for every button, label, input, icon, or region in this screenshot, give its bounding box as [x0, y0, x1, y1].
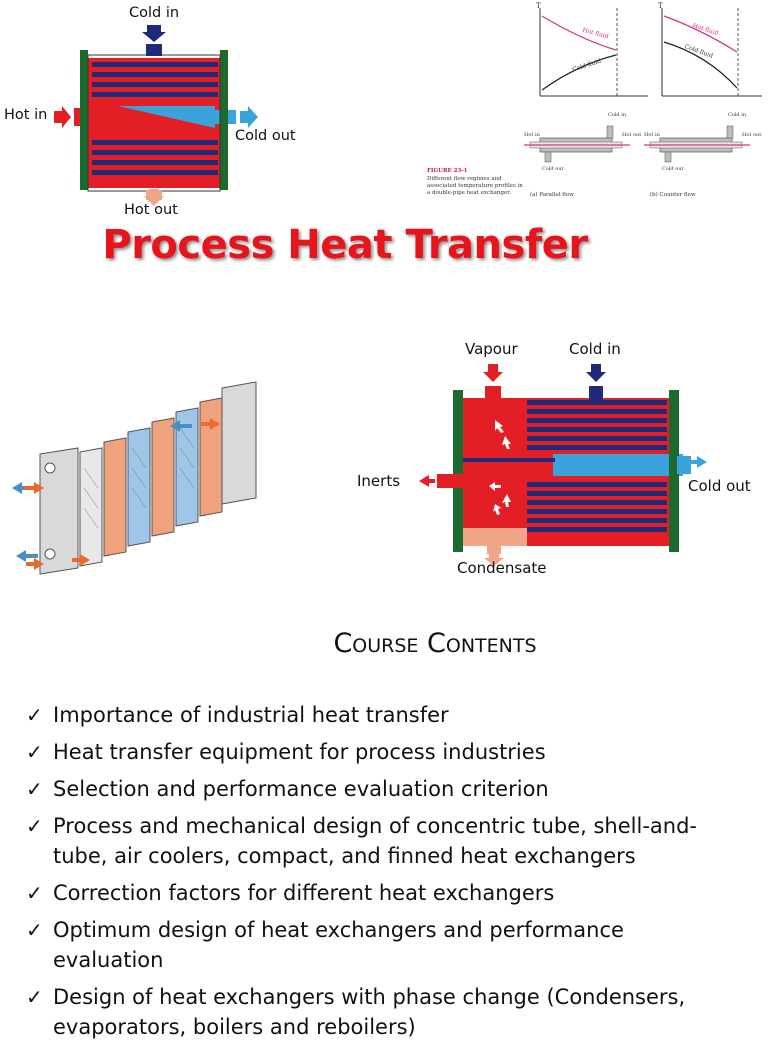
pipe-hot-out-left: Hot out — [622, 132, 642, 138]
pipe-hot-in-left: Hot in — [524, 132, 540, 138]
contents-item-text: tube, air coolers, compact, and finned h… — [53, 844, 636, 868]
checkmark-icon: ✓ — [26, 918, 43, 942]
figure-sub-a: (a) Parallel flow — [530, 192, 574, 198]
graph-axis-t-right: T — [658, 2, 663, 10]
label-vapour: Vapour — [465, 340, 518, 358]
contents-item-text: Optimum design of heat exchangers and pe… — [53, 918, 624, 942]
contents-item-text: Design of heat exchangers with phase cha… — [53, 985, 686, 1009]
condenser-figure: Vapour Cold in Inerts Cold out Condensat… — [355, 336, 768, 581]
contents-item: ✓ Design of heat exchangers with phase ch… — [26, 982, 726, 1042]
label-cold-in-condenser: Cold in — [569, 340, 621, 358]
contents-item-text: Importance of industrial heat transfer — [53, 703, 449, 727]
pipe-cold-in-right: Cold in — [728, 112, 747, 118]
checkmark-icon: ✓ — [26, 740, 43, 764]
pipe-cold-in-left: Cold in — [608, 112, 627, 118]
label-inerts: Inerts — [357, 472, 401, 490]
page-title: Process Heat Transfer — [102, 222, 588, 268]
label-condensate: Condensate — [457, 559, 547, 577]
checkmark-icon: ✓ — [26, 814, 43, 838]
checkmark-icon: ✓ — [26, 777, 43, 801]
pipe-hot-in-right: Hot in — [644, 132, 660, 138]
graph-axis-t-left: T — [536, 2, 541, 10]
section-heading: Course Contents — [333, 628, 537, 659]
label-hot-in-top: Hot in — [4, 107, 48, 123]
plate-exchanger-figure — [0, 378, 270, 578]
checkmark-icon: ✓ — [26, 703, 43, 727]
shell-tube-exchanger-figure: Cold in Hot in Cold out Hot out — [0, 0, 310, 225]
contents-item: ✓ Importance of industrial heat transfer — [26, 700, 726, 730]
flow-regime-figure: T T Hot fluid Cold fluid Hot fluid Cold … — [412, 0, 768, 215]
pipe-hot-out-right: Hot out — [742, 132, 762, 138]
figure-sub-b: (b) Counter flow — [650, 192, 696, 198]
contents-item-text: Correction factors for different heat ex… — [53, 881, 555, 905]
contents-item: ✓ Process and mechanical design of concen… — [26, 811, 726, 871]
figure-caption-line3: a double-pipe heat exchanger. — [427, 190, 511, 196]
contents-item: ✓ Heat transfer equipment for process ind… — [26, 737, 726, 767]
figure-caption-line2: associated temperature profiles in — [427, 183, 523, 189]
contents-item-text: Selection and performance evaluation cri… — [53, 777, 549, 801]
pipe-cold-out-right: Cold out — [662, 166, 684, 172]
pipe-cold-out-left: Cold out — [542, 166, 564, 172]
figure-caption-line1: Different flow regimes and — [427, 176, 502, 182]
contents-item: ✓ Correction factors for different heat e… — [26, 878, 726, 908]
contents-item-text: evaporators, boilers and reboilers) — [53, 1015, 416, 1039]
contents-item-text: evaluation — [53, 948, 164, 972]
label-cold-out-top: Cold out — [235, 128, 296, 144]
label-hot-out-top: Hot out — [124, 202, 178, 218]
checkmark-icon: ✓ — [26, 881, 43, 905]
label-cold-in-top: Cold in — [129, 5, 180, 21]
contents-item-text: Heat transfer equipment for process indu… — [53, 740, 546, 764]
checkmark-icon: ✓ — [26, 985, 43, 1009]
figure-caption-title: FIGURE 23-1 — [427, 168, 468, 174]
label-cold-out-condenser: Cold out — [688, 477, 751, 495]
contents-item: ✓ Selection and performance evaluation cr… — [26, 774, 726, 804]
contents-item: ✓ Optimum design of heat exchangers and p… — [26, 915, 726, 975]
course-contents-list: ✓Importance of industrial heat transfer✓… — [26, 700, 726, 1049]
contents-item-text: Process and mechanical design of concent… — [53, 814, 697, 838]
